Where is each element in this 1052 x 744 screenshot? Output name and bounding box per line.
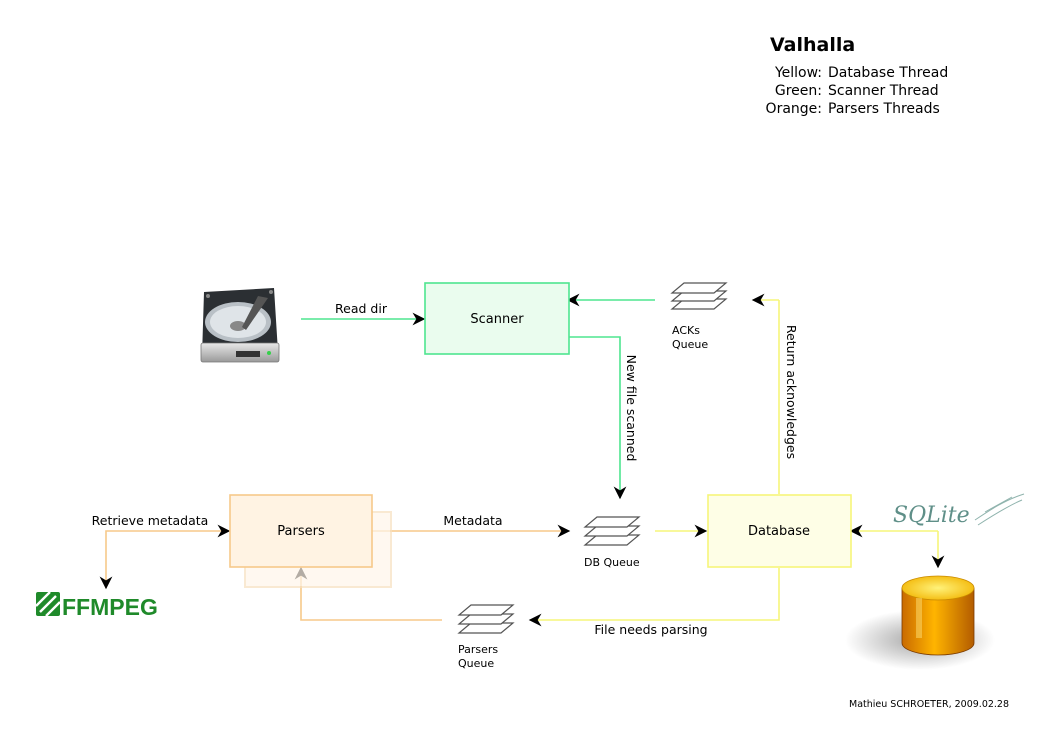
acks-queue-icon (670, 282, 728, 310)
database-cylinder-icon (845, 575, 995, 670)
legend-value: Scanner Thread (828, 83, 939, 99)
parsers-node: Parsers (229, 494, 392, 588)
edge-new-file-scanned (569, 336, 627, 500)
database-node: Database (707, 494, 852, 568)
acks-queue-label-1: ACKs (672, 324, 700, 337)
parsers-queue-label-2: Queue (458, 657, 494, 670)
legend-key: Orange: (765, 101, 822, 117)
retrieve-metadata-label: Retrieve metadata (92, 513, 209, 528)
parsers-label: Parsers (277, 524, 325, 539)
db-queue-icon (583, 516, 641, 546)
return-acknowledges-label: Return acknowledges (784, 325, 799, 459)
scanner-label: Scanner (470, 312, 524, 327)
acks-queue-label-2: Queue (672, 338, 708, 351)
legend-key: Yellow: (774, 65, 822, 81)
db-queue-label: DB Queue (584, 556, 640, 569)
sqlite-text: SQLite (893, 503, 970, 528)
ffmpeg-text: FFMPEG (62, 594, 158, 620)
file-needs-parsing-label: File needs parsing (594, 622, 707, 637)
author-credit: Mathieu SCHROETER, 2009.02.28 (849, 699, 1010, 710)
scanner-node: Scanner (424, 282, 570, 355)
database-label: Database (748, 524, 810, 539)
legend-row-yellow: Yellow: Database Thread (760, 64, 948, 82)
parsers-queue-label-1: Parsers (458, 643, 498, 656)
edge-file-needs-parsing (528, 568, 780, 627)
edge-retrieve-metadata (99, 524, 231, 590)
metadata-label: Metadata (443, 513, 502, 528)
legend-row-orange: Orange: Parsers Threads (760, 100, 948, 118)
legend-title: Valhalla (770, 34, 856, 56)
parsers-queue-icon (457, 604, 515, 634)
legend-row-green: Green: Scanner Thread (760, 82, 948, 100)
read-dir-label: Read dir (335, 301, 388, 316)
legend-value: Database Thread (828, 65, 949, 81)
ffmpeg-logo: FFMPEG (35, 591, 158, 620)
legend: Valhalla Yellow: Database Thread Green: … (760, 34, 949, 118)
legend-key: Green: (774, 83, 822, 99)
sqlite-logo: SQLite (893, 493, 1025, 528)
hard-drive-icon (200, 288, 280, 363)
legend-value: Parsers Threads (828, 101, 940, 117)
new-file-scanned-label: New file scanned (624, 355, 639, 462)
